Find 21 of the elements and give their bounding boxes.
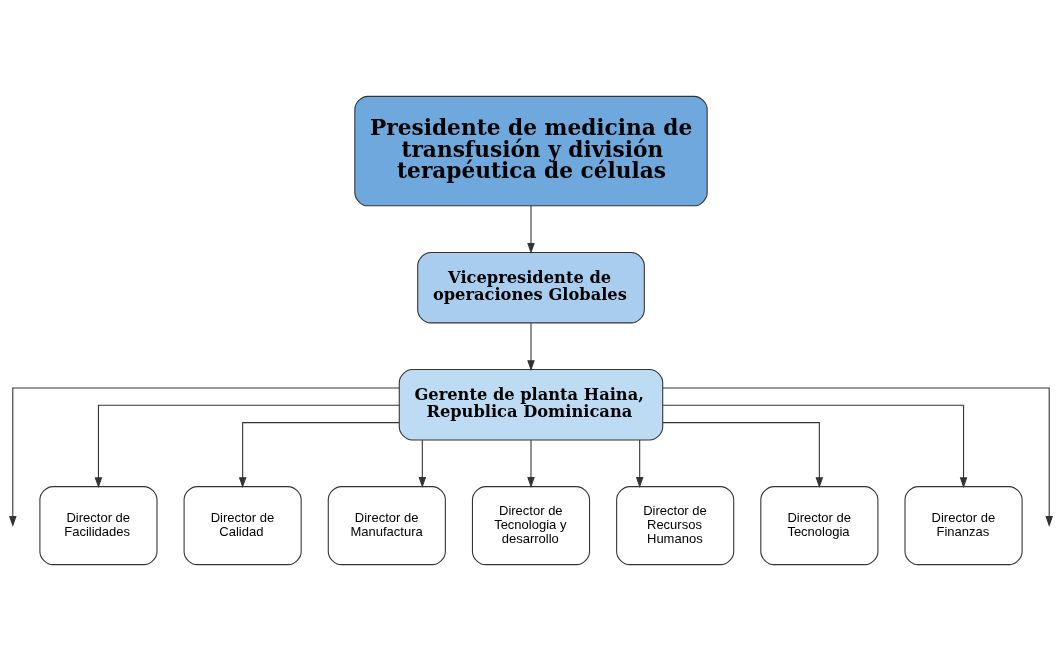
node-box: Vicepresidente de operaciones Globales — [417, 251, 645, 324]
node-box: Presidente de medicina de transfusión y división terapéutica de células — [354, 95, 708, 207]
node-box: Gerente de planta Haina, Republica Dominicana — [398, 369, 664, 441]
arrow — [527, 322, 535, 372]
node-box: Director de Finanzas — [904, 486, 1023, 566]
node-box: Director de Manufactura — [327, 486, 446, 566]
node-box: Director de Facilidades — [39, 486, 158, 566]
node-box: Director de Tecnologia — [760, 486, 879, 566]
arrow — [94, 404, 400, 489]
node-box: Director de Tecnologia y desarrollo — [471, 486, 591, 566]
arrow — [9, 387, 400, 527]
arrow — [527, 205, 535, 254]
arrow — [635, 439, 644, 488]
arrow — [418, 439, 427, 488]
arrow — [662, 422, 824, 489]
arrow — [238, 422, 400, 489]
node-box: Director de Recursos Humanos — [616, 486, 735, 566]
arrow — [527, 439, 535, 488]
arrow — [662, 387, 1053, 527]
arrow — [662, 404, 968, 489]
node-box: Director de Calidad — [183, 486, 302, 566]
